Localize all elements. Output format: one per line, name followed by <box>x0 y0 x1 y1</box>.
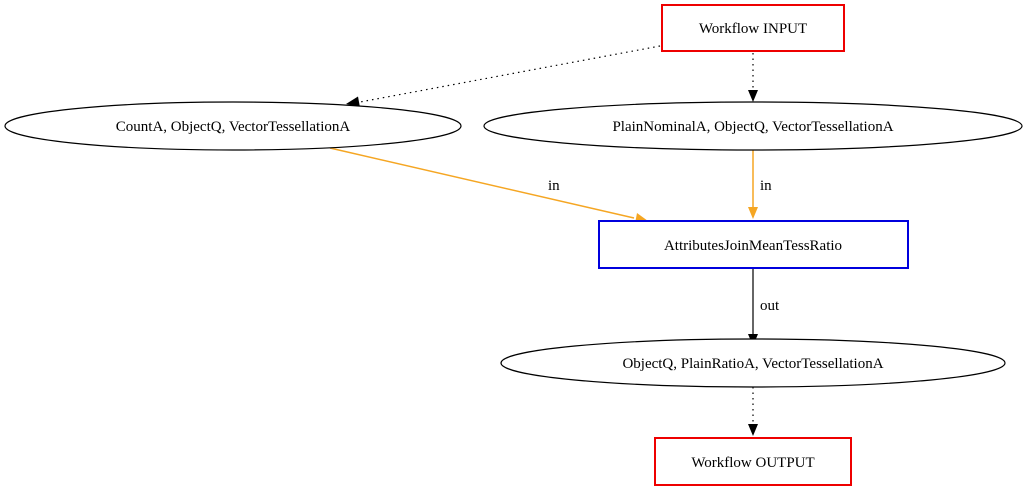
edge-ratio-to-output <box>748 387 758 436</box>
node-workflow-output-label: Workflow OUTPUT <box>691 455 814 471</box>
edge-input-to-count <box>346 45 661 108</box>
arrowhead-icon <box>748 207 758 219</box>
node-attributes-join-label: AttributesJoinMeanTessRatio <box>664 238 842 254</box>
edge-label-in-right: in <box>760 178 772 194</box>
node-workflow-output: Workflow OUTPUT <box>654 437 852 486</box>
edge-plainnominal-to-join: in <box>748 150 772 219</box>
node-workflow-input-label: Workflow INPUT <box>699 21 807 37</box>
node-workflow-input: Workflow INPUT <box>661 4 845 52</box>
edge-label-in-left: in <box>548 178 560 194</box>
node-attributes-join: AttributesJoinMeanTessRatio <box>598 220 909 269</box>
node-object-plainratio-vector-label: ObjectQ, PlainRatioA, VectorTessellation… <box>622 356 883 372</box>
node-plainnominal-object-vector: PlainNominalA, ObjectQ, VectorTessellati… <box>483 101 1023 151</box>
node-count-object-vector-label: CountA, ObjectQ, VectorTessellationA <box>116 119 351 135</box>
edge-label-out: out <box>760 298 780 314</box>
node-plainnominal-object-vector-label: PlainNominalA, ObjectQ, VectorTessellati… <box>612 119 893 135</box>
edge-join-to-ratio: out <box>748 269 780 346</box>
edge-input-to-plainnominal <box>748 53 758 102</box>
node-object-plainratio-vector: ObjectQ, PlainRatioA, VectorTessellation… <box>500 338 1006 388</box>
node-count-object-vector: CountA, ObjectQ, VectorTessellationA <box>4 101 462 151</box>
arrowhead-icon <box>748 90 758 102</box>
arrowhead-icon <box>748 424 758 436</box>
edge-count-to-join: in <box>329 147 648 224</box>
